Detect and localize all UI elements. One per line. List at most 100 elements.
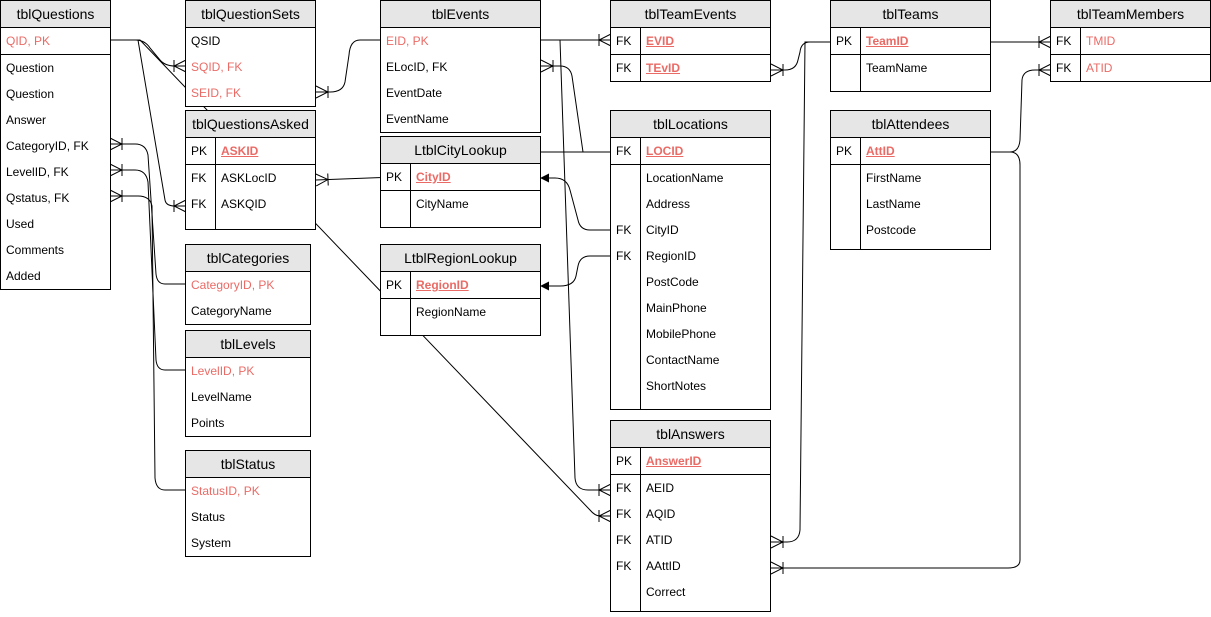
field-row[interactable]: Status <box>186 504 310 530</box>
field-row[interactable]: Points <box>186 410 310 436</box>
field-row[interactable]: FirstName <box>831 165 990 191</box>
field-row[interactable]: Answer <box>1 107 110 133</box>
field-row[interactable]: StatusID, PK <box>186 478 310 504</box>
field-row[interactable]: CityName <box>381 191 540 217</box>
field-name: AAttID <box>646 559 681 573</box>
field-name: ATID <box>1086 61 1113 75</box>
field-row[interactable]: Question <box>1 81 110 107</box>
table-padding <box>611 605 770 611</box>
field-row[interactable]: SEID, FK <box>186 80 315 106</box>
field-name: AttID <box>866 144 895 158</box>
field-row[interactable]: EventDate <box>381 80 540 106</box>
field-row[interactable]: Qstatus, FK <box>1 185 110 211</box>
table-title: tblTeamEvents <box>611 1 770 28</box>
field-row[interactable]: LocationName <box>611 165 770 191</box>
field-row[interactable]: LevelID, PK <box>186 358 310 384</box>
field-name: Points <box>191 416 225 430</box>
field-row[interactable]: Postcode <box>831 217 990 243</box>
field-row[interactable]: QID, PK <box>1 28 110 55</box>
field-row[interactable]: Correct <box>611 579 770 605</box>
field-row[interactable]: FK AAttID <box>611 553 770 579</box>
field-name: LevelName <box>191 390 252 404</box>
field-row[interactable]: EID, PK <box>381 28 540 54</box>
field-row[interactable]: CategoryName <box>186 298 310 324</box>
field-row[interactable]: System <box>186 530 310 556</box>
field-row[interactable]: Question <box>1 55 110 81</box>
field-row[interactable]: TeamName <box>831 55 990 81</box>
field-name: ATID <box>646 533 673 547</box>
field-row[interactable]: CategoryID, PK <box>186 272 310 298</box>
field-row[interactable]: Address <box>611 191 770 217</box>
key-label: FK <box>616 559 632 573</box>
field-row[interactable]: ELocID, FK <box>381 54 540 80</box>
key-divider <box>640 138 641 409</box>
field-name: ContactName <box>646 353 720 367</box>
key-label: FK <box>616 34 632 48</box>
field-name: PostCode <box>646 275 699 289</box>
field-name: SEID, FK <box>191 86 242 100</box>
field-row[interactable]: Used <box>1 211 110 237</box>
field-row[interactable]: LastName <box>831 191 990 217</box>
key-divider <box>215 138 216 229</box>
field-row[interactable]: LevelName <box>186 384 310 410</box>
field-row[interactable]: CategoryID, FK <box>1 133 110 159</box>
rel-teamid-tevid <box>771 41 831 70</box>
field-name: QID, PK <box>6 34 51 48</box>
key-label: PK <box>386 170 403 184</box>
field-name: MainPhone <box>646 301 707 315</box>
field-row[interactable]: SQID, FK <box>186 54 315 80</box>
table-title: tblEvents <box>381 1 540 28</box>
table-title: tblTeams <box>831 1 990 28</box>
field-row[interactable]: ContactName <box>611 347 770 373</box>
field-row[interactable]: Comments <box>1 237 110 263</box>
field-row[interactable]: RegionName <box>381 299 540 325</box>
field-row[interactable]: ShortNotes <box>611 373 770 399</box>
field-row[interactable]: MobilePhone <box>611 321 770 347</box>
field-row[interactable]: MainPhone <box>611 295 770 321</box>
table-title: tblQuestions <box>1 1 110 28</box>
rel-teamid-atid <box>771 41 831 542</box>
field-row[interactable]: QSID <box>186 28 315 54</box>
field-row[interactable]: PostCode <box>611 269 770 295</box>
field-name: FirstName <box>866 171 922 185</box>
field-row[interactable]: LevelID, FK <box>1 159 110 185</box>
field-name: Used <box>6 217 35 231</box>
field-name: ASKLocID <box>221 171 277 185</box>
key-label: PK <box>836 34 853 48</box>
field-row[interactable]: EventName <box>381 106 540 132</box>
field-row[interactable]: Added <box>1 263 110 289</box>
